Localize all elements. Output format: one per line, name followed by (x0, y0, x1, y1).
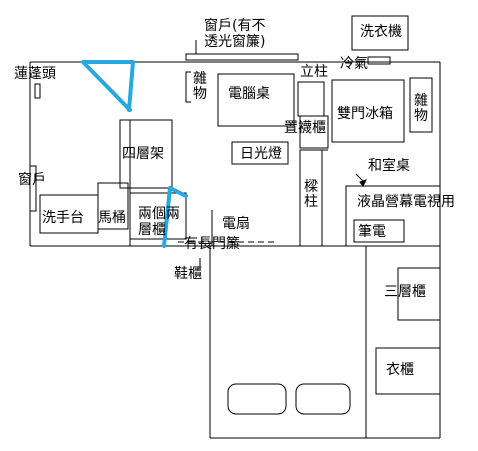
misc-right-box (409, 77, 433, 133)
top-window (185, 53, 299, 61)
washing-machine-box (351, 15, 409, 51)
shoe-cabinet-label: 鞋櫃 (174, 266, 202, 282)
double-fridge-label: 雙門冰箱 (337, 106, 393, 122)
sock-cabinet-box (299, 115, 329, 149)
washing-machine-label: 洗衣機 (360, 24, 402, 40)
four-shelf-label: 四層架 (122, 146, 164, 162)
side-window-label: 窗戶 (18, 172, 46, 188)
two-cabinets-box (129, 192, 187, 240)
computer-desk-label: 電腦桌 (228, 86, 270, 102)
blue-arrow-lower (162, 186, 188, 248)
shower-head-label: 蓮蓬頭 (14, 66, 56, 82)
air-conditioner-label: 冷氣 (340, 56, 368, 72)
fluorescent-light-label: 日光燈 (240, 146, 282, 162)
window-top-label: 窗戶(有不 (204, 18, 266, 34)
toilet-box (97, 182, 129, 230)
side-window (29, 165, 37, 212)
wash-basin-label: 洗手台 (42, 210, 84, 226)
bed-left (227, 383, 287, 415)
misc-left-label: 雜物 (193, 71, 207, 102)
two-cabinets-label: 兩個兩層櫃 (138, 206, 180, 238)
electric-fan-label: 電扇 (222, 216, 250, 232)
air-conditioner-box (367, 56, 391, 65)
japanese-table-label: 和室桌 (368, 158, 410, 174)
lcd-tv-label: 液晶營幕電視用 (357, 194, 455, 210)
three-shelf-box (397, 267, 441, 321)
laptop-box (353, 219, 405, 243)
pillar-standing-label: 立柱 (300, 64, 328, 80)
three-shelf-label: 三層櫃 (384, 284, 426, 300)
misc-right-label: 雜物 (414, 93, 428, 124)
sock-cabinet-label: 置襪櫃 (284, 120, 326, 136)
door-curtain-label: 有長門簾 (184, 236, 240, 252)
bed-right (295, 383, 351, 415)
computer-desk-box (217, 73, 295, 127)
lcd-tv-box (345, 185, 441, 247)
fluorescent-light-box (231, 141, 289, 165)
window-top-label-2: 透光窗簾) (204, 34, 266, 50)
fridge-box (331, 79, 405, 143)
blue-arrow-upper (81, 60, 135, 112)
toilet-label: 馬桶 (98, 210, 126, 226)
wardrobe-box (375, 347, 441, 395)
wardrobe-label: 衣櫃 (386, 362, 414, 378)
beam-pillar-label: 樑柱 (304, 179, 318, 210)
misc-left-bracket (185, 71, 191, 103)
beam-pillar-box (299, 149, 323, 247)
shower-head-shape (34, 83, 41, 99)
pillar-box (297, 81, 325, 117)
laptop-label: 筆電 (358, 224, 386, 240)
